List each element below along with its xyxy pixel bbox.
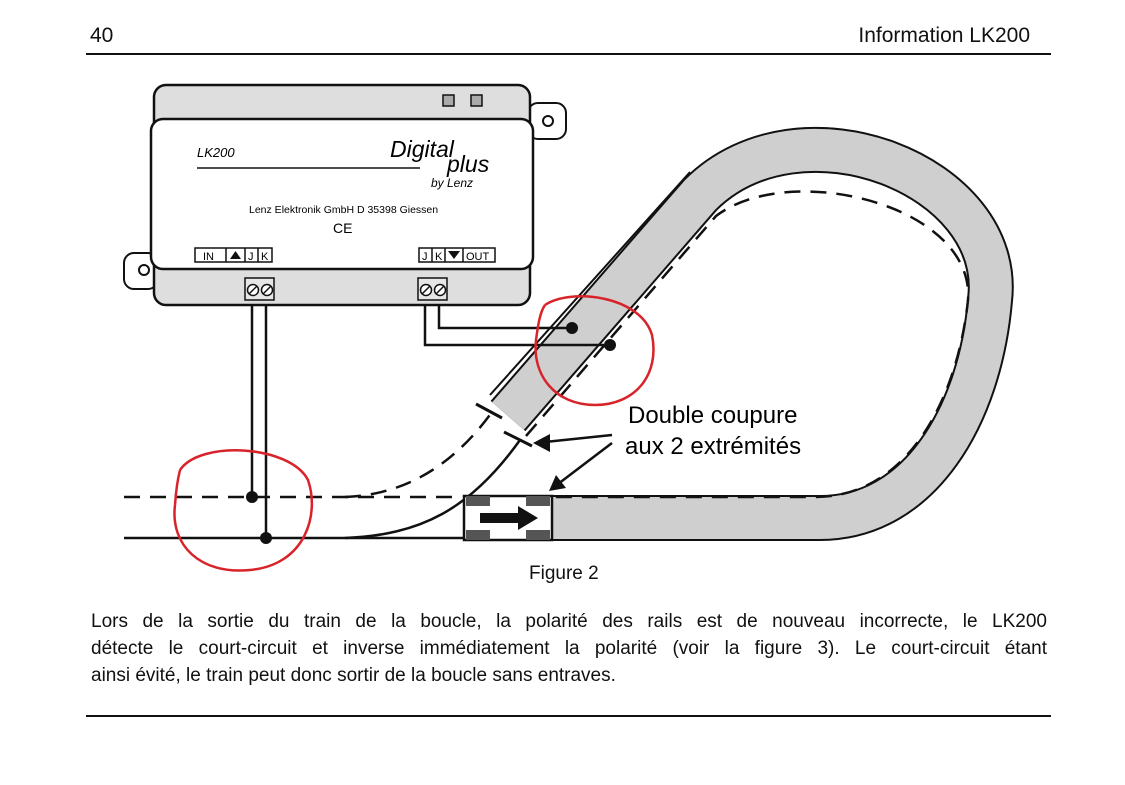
highlight-circle-right: [534, 295, 655, 407]
callout-arrow-icon: [549, 475, 566, 491]
ce-mark: CE: [333, 220, 352, 236]
page-number: 40: [90, 24, 114, 47]
manufacturer-label: Lenz Elektronik GmbH D 35398 Giessen: [249, 204, 438, 216]
connection-point: [604, 339, 616, 351]
turnout-rail-solid: [344, 439, 522, 540]
terminal-label-out: OUT: [466, 251, 490, 263]
annotation-line-2: aux 2 extrémités: [625, 433, 801, 460]
rail-gap-upper: [475, 402, 503, 420]
highlight-circle-left: [173, 449, 314, 572]
figure-2-diagram: LK200 Digital plus by Lenz Lenz Elektron…: [123, 83, 1014, 572]
brand-logo-plus: plus: [446, 151, 490, 177]
body-line: détecte le court-circuit et inverse immé…: [91, 638, 1047, 659]
terminal-label-in: IN: [203, 251, 214, 263]
footer-rule: [86, 715, 1051, 717]
terminal-label-k: K: [261, 251, 269, 263]
connection-point: [260, 532, 272, 544]
document-title: Information LK200: [858, 24, 1030, 47]
brand-logo-digital: Digital: [390, 136, 455, 162]
terminal-label-k: K: [435, 251, 443, 263]
terminal-label-j: J: [248, 251, 254, 263]
lk200-device: LK200 Digital plus by Lenz Lenz Elektron…: [123, 83, 567, 307]
triangle-down-icon: [448, 251, 460, 259]
figure-caption: Figure 2: [529, 563, 599, 584]
body-paragraph: Lors de la sortie du train de la boucle,…: [91, 608, 1047, 689]
annotation-line-1: Double coupure: [628, 402, 797, 429]
connection-point: [246, 491, 258, 503]
body-line: Lors de la sortie du train de la boucle,…: [91, 611, 1047, 632]
terminal-label-j: J: [422, 251, 428, 263]
connection-point: [566, 322, 578, 334]
loop-inner-rail: [525, 190, 970, 499]
brand-logo-bylenz: by Lenz: [431, 176, 473, 190]
train: [462, 494, 554, 542]
callout-arrow-icon: [533, 434, 550, 452]
turnout-rail-dashed: [344, 411, 494, 499]
triangle-up-icon: [230, 251, 241, 259]
direction-arrow-icon: [480, 506, 538, 530]
body-line: ainsi évité, le train peut donc sortir d…: [91, 665, 616, 686]
header-rule: [86, 53, 1051, 55]
device-model-label: LK200: [197, 145, 235, 160]
rail-gap-lower: [503, 430, 533, 448]
